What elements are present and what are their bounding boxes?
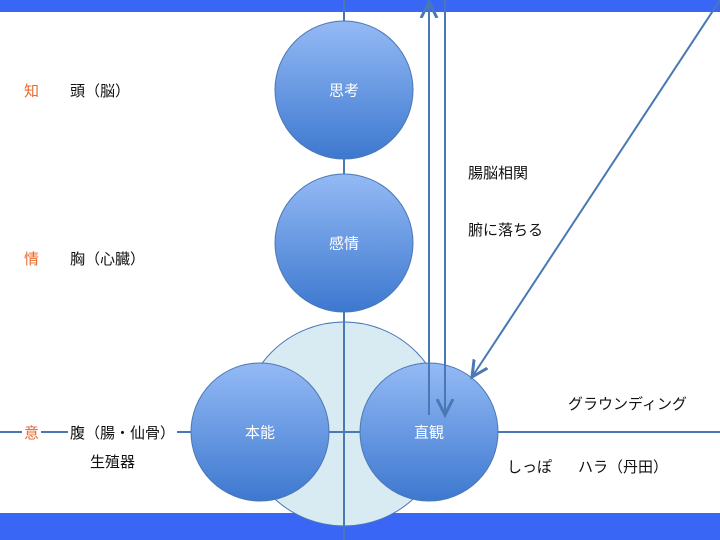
thinking-circle: [274, 20, 414, 160]
will-kanji: 意: [22, 424, 42, 442]
diagonal-arrow: [472, 0, 720, 377]
instinct-circle: [190, 362, 330, 502]
genitals-label: 生殖器: [88, 453, 138, 471]
emotion-label: 感情: [328, 234, 360, 253]
grounding-label: グラウンディング: [566, 395, 689, 413]
belly-label: 腹（腸・仙骨）: [68, 424, 178, 442]
knowledge-kanji: 知: [22, 82, 42, 100]
emotion-circle: [274, 173, 414, 313]
chest-label: 胸（心臓）: [68, 250, 148, 268]
hara-label: ハラ（丹田）: [576, 458, 671, 476]
fall-into-gut-label: 腑に落ちる: [466, 221, 546, 239]
top-bar: [0, 0, 720, 12]
thinking-label: 思考: [328, 81, 360, 100]
head-label: 頭（脳）: [68, 82, 133, 100]
emotion-kanji: 情: [22, 250, 42, 268]
intuition-label: 直観: [413, 423, 445, 442]
instinct-label: 本能: [244, 423, 276, 442]
tail-label: しっぽ: [505, 458, 555, 476]
gut-brain-label: 腸脳相関: [466, 164, 531, 182]
